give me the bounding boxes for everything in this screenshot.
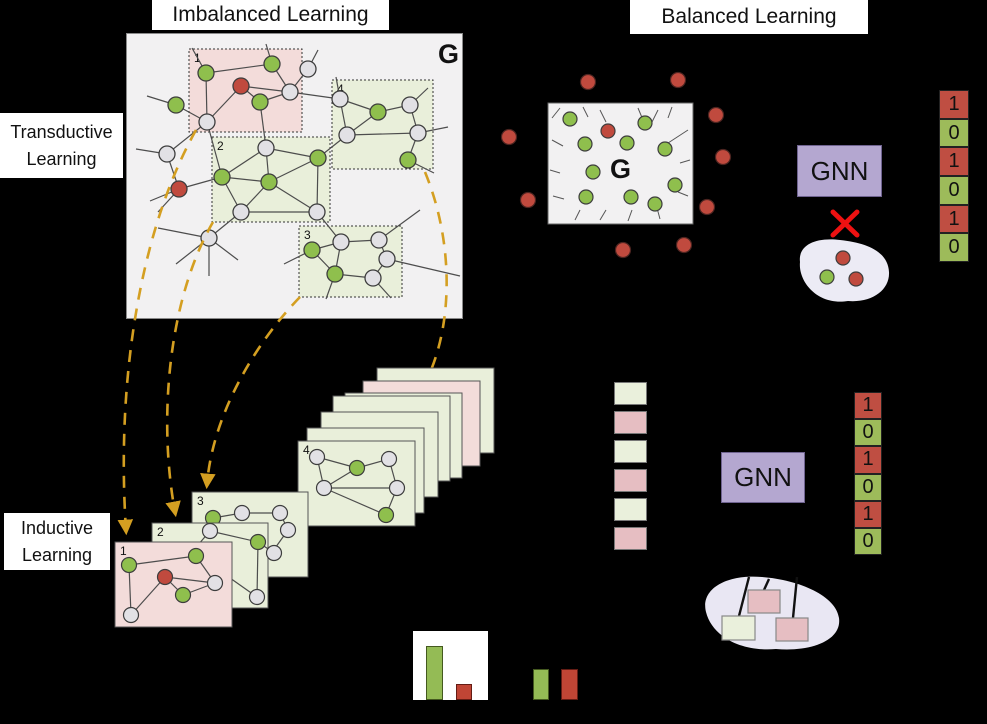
balanced-graph-nodes — [562, 111, 683, 212]
balanced-distribution-bars — [533, 669, 578, 700]
embedding-cell-pink — [614, 527, 647, 550]
reject-x-icon — [830, 209, 860, 238]
card-2-label: 2 — [157, 525, 164, 539]
vector-cell: 0 — [939, 176, 969, 205]
balanced-learning-title: Balanced Learning — [630, 0, 868, 34]
embedding-cell-green — [614, 440, 647, 463]
vector-cell: 1 — [854, 500, 882, 528]
blob-nodes — [819, 250, 864, 287]
subgraph-3-label: 3 — [304, 228, 311, 242]
output-vector-top: 1 0 1 0 1 0 — [939, 90, 969, 263]
output-vector-bottom: 1 0 1 0 1 0 — [854, 392, 882, 556]
vector-cell: 1 — [854, 446, 882, 474]
green-class-bar — [426, 646, 443, 700]
balanced-graph-stubs — [549, 106, 691, 222]
card-4: 4 — [297, 440, 416, 527]
embedding-cell-green — [614, 498, 647, 521]
vector-cell: 0 — [939, 233, 969, 263]
gnn-box-bottom: GNN — [721, 452, 805, 503]
vector-cell: 0 — [939, 118, 969, 148]
rejected-subgraph-blob — [799, 209, 890, 302]
imbalanced-graph: 1 2 3 4 — [126, 33, 463, 319]
vector-cell: 0 — [854, 527, 882, 556]
balanced-graph-g-label: G — [610, 154, 631, 184]
big-graph-g-label: G — [438, 39, 459, 69]
embedding-cell-green — [614, 382, 647, 405]
subgraph-cards: 4 3 — [114, 367, 495, 628]
vector-cell: 1 — [854, 392, 882, 420]
red-class-bar — [456, 684, 472, 700]
balanced-subgraph-blob — [705, 576, 840, 650]
red-class-bar — [561, 669, 578, 700]
vector-cell: 1 — [939, 204, 969, 234]
vector-cell: 1 — [939, 90, 969, 119]
vector-cell: 0 — [854, 473, 882, 501]
vector-cell: 0 — [854, 419, 882, 447]
subgraph-4-label: 4 — [337, 82, 344, 96]
card-1-label: 1 — [120, 544, 127, 558]
gnn-box-top: GNN — [797, 145, 882, 197]
imbalanced-distribution-chart — [413, 631, 488, 700]
card-3-label: 3 — [197, 494, 204, 508]
subgraph-embedding-column — [614, 382, 647, 550]
blob-edges — [737, 576, 799, 619]
card-1: 1 — [114, 541, 233, 628]
transductive-learning-label: Transductive Learning — [0, 113, 123, 178]
vector-cell: 1 — [939, 147, 969, 177]
blob-subgraph-boxes — [721, 589, 809, 642]
inductive-learning-label: Inductive Learning — [4, 513, 110, 570]
embedding-cell-pink — [614, 469, 647, 492]
balanced-graph: G — [500, 71, 732, 259]
blob-shape — [799, 239, 890, 302]
imbalanced-learning-title: Imbalanced Learning — [152, 0, 389, 30]
subgraph-2-label: 2 — [217, 139, 224, 153]
card-4-label: 4 — [303, 443, 310, 457]
oversampled-red-nodes — [500, 71, 732, 259]
embedding-cell-pink — [614, 411, 647, 434]
green-class-bar — [533, 669, 549, 700]
